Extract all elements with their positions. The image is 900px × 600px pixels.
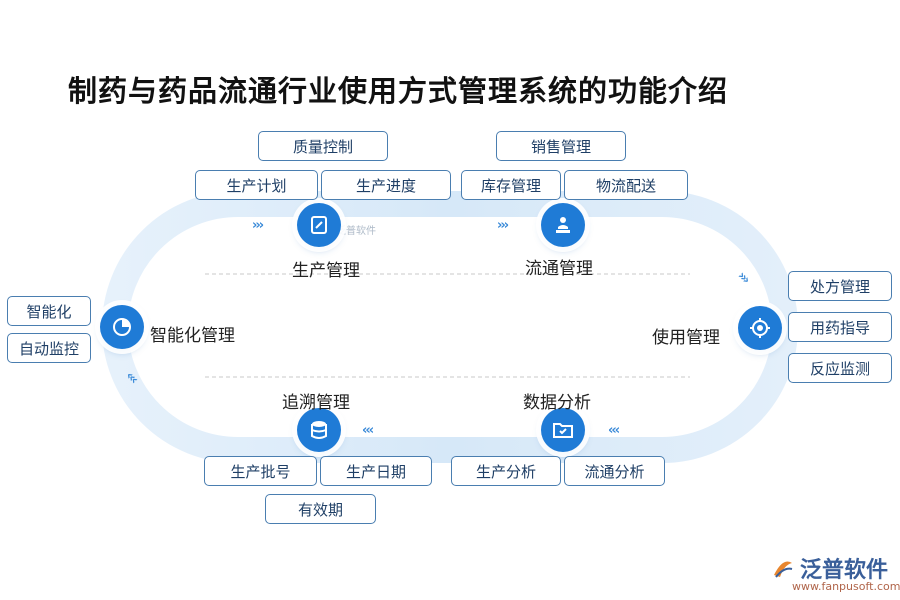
chip-intelligence: 智能化 [7,296,91,326]
chip-reaction-monitoring: 反应监测 [788,353,892,383]
chip-production-analysis: 生产分析 [451,456,561,486]
chip-expiry-date: 有效期 [265,494,376,524]
brand-logo: 泛普软件 [770,552,888,584]
chip-quality-control: 质量控制 [258,131,388,161]
brand-mark-icon [774,561,793,578]
folder-check-icon [541,408,585,452]
person-at-desk-icon [541,203,585,247]
chip-batch-number: 生产批号 [204,456,317,486]
node-label-production: 生产管理 [292,261,360,281]
flow-arrows-right-top-left: ››› [252,218,264,233]
edit-document-icon [297,203,341,247]
target-icon [738,306,782,350]
chip-sales-management: 销售管理 [496,131,626,161]
chip-inventory-management: 库存管理 [461,170,561,200]
flow-arrows-right-top-right: ››› [497,218,509,233]
node-label-circulation: 流通管理 [525,259,593,279]
node-label-usage: 使用管理 [652,328,720,348]
chip-production-progress: 生产进度 [321,170,451,200]
node-label-analysis: 数据分析 [523,393,591,413]
pie-chart-icon [100,305,144,349]
watermark: 泛普软件 [336,226,376,237]
chip-production-plan: 生产计划 [195,170,318,200]
brand-name: 泛普软件 [800,558,889,583]
chip-auto-monitoring: 自动监控 [7,333,91,363]
brand-url: www.fanpusoft.com [792,580,900,593]
chip-circulation-analysis: 流通分析 [564,456,665,486]
flow-arrows-left-bottom-left: ‹‹‹ [362,423,374,438]
chip-production-date: 生产日期 [320,456,432,486]
database-icon [297,408,341,452]
node-label-trace: 追溯管理 [282,393,350,413]
chip-medication-guidance: 用药指导 [788,312,892,342]
chip-logistics-delivery: 物流配送 [564,170,688,200]
chip-prescription-management: 处方管理 [788,271,892,301]
page-title: 制药与药品流通行业使用方式管理系统的功能介绍 [68,74,729,108]
flow-arrows-left-bottom-right: ‹‹‹ [608,423,620,438]
node-label-intelligent: 智能化管理 [150,326,235,346]
